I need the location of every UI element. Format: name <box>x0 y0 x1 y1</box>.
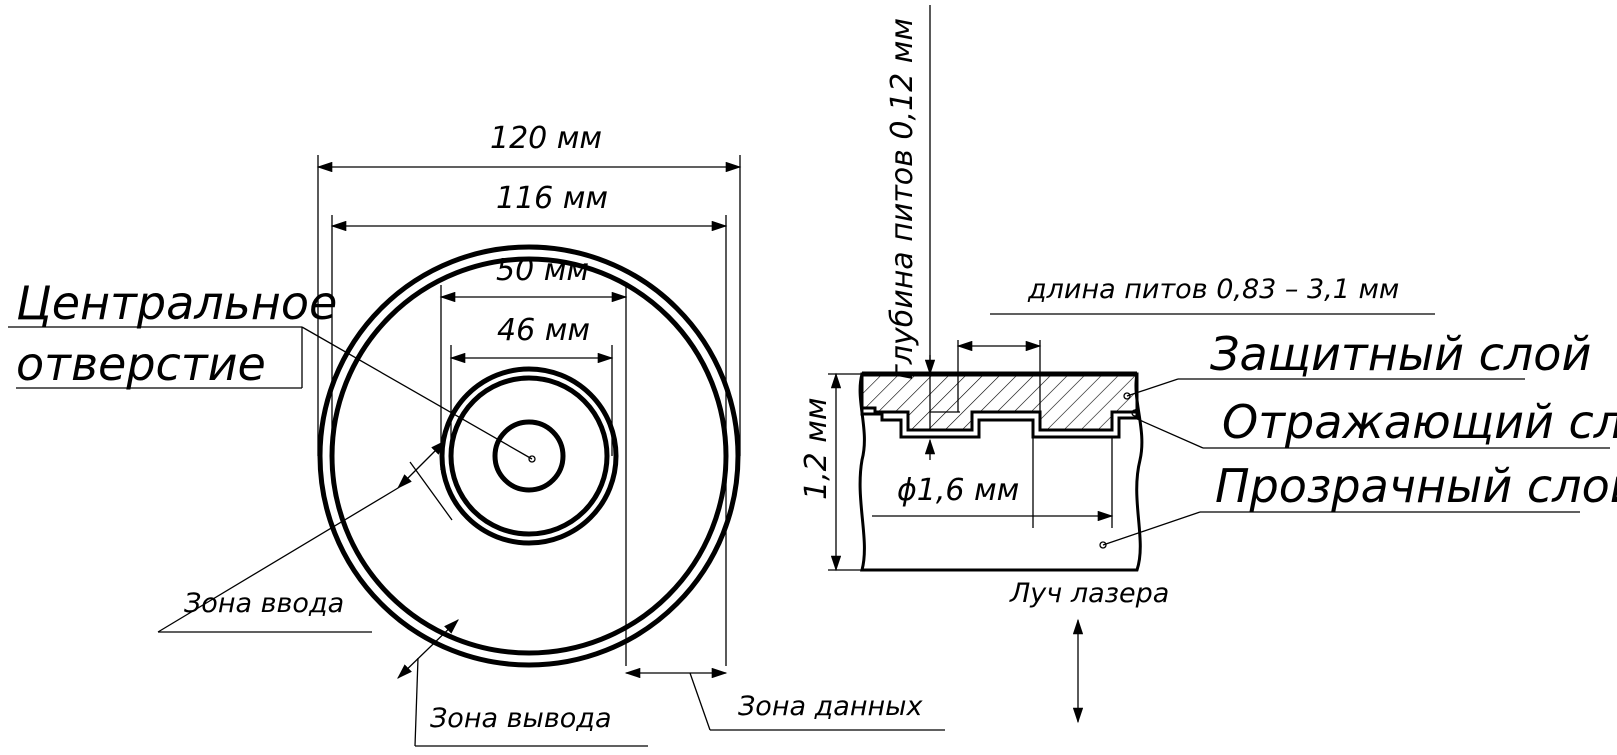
cross-section <box>858 371 1144 572</box>
disc-dimension-arrows <box>316 161 742 679</box>
clamp-ring-outer <box>439 366 619 546</box>
label-reflective: Отражающий слой <box>1222 395 1617 449</box>
lead-in-leader <box>157 440 453 633</box>
dim-outer-120: 120 мм <box>490 121 602 156</box>
disc-outer-edge <box>317 244 741 668</box>
hole-dim <box>872 437 1114 528</box>
transparent-layer <box>858 373 1144 572</box>
transparent-point <box>1099 541 1107 549</box>
reflective-layer <box>860 406 1139 439</box>
label-laser: Луч лазера <box>1009 578 1169 609</box>
dim-hole-diameter: ϕ1,6 мм <box>897 473 1019 508</box>
pit-length-dim <box>956 313 1435 412</box>
dim-inner-116: 116 мм <box>496 181 608 216</box>
layer-leaders <box>1102 378 1610 546</box>
disc-top-view <box>317 244 741 668</box>
label-protective: Защитный слой <box>1210 327 1591 381</box>
thickness-dim <box>828 372 862 572</box>
data-zone-leader <box>689 672 945 731</box>
label-central-hole-2: отверстие <box>16 337 266 391</box>
label-lead-in: Зона ввода <box>184 588 344 619</box>
reflective-point <box>1131 409 1139 417</box>
label-central-hole-1: Центральное <box>16 276 337 330</box>
central-hole <box>492 419 566 493</box>
dim-zone-46: 46 мм <box>497 313 590 348</box>
lead-out-leader <box>397 619 648 747</box>
central-hole-leader <box>8 326 533 460</box>
dim-thickness: 1,2 мм <box>799 397 834 500</box>
pit-depth-dim <box>924 5 960 460</box>
dim-pit-length: длина питов 0,83 – 3,1 мм <box>1027 274 1399 305</box>
hole-center-mark <box>528 455 536 463</box>
label-transparent: Прозрачный слой <box>1215 459 1617 513</box>
disc-extension-lines <box>317 155 741 666</box>
protective-point <box>1123 392 1131 400</box>
label-lead-out: Зона вывода <box>430 703 612 734</box>
dim-pit-depth: глубина питов 0,12 мм <box>885 18 920 380</box>
label-data-zone: Зона данных <box>738 691 923 722</box>
dim-zone-50: 50 мм <box>496 253 589 288</box>
clamp-ring-inner <box>448 375 610 537</box>
